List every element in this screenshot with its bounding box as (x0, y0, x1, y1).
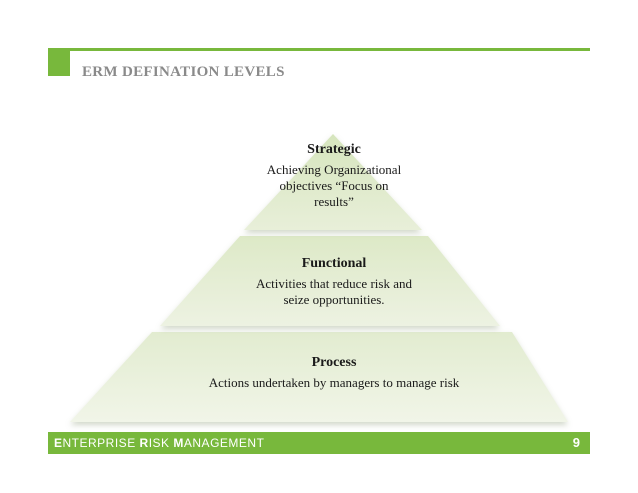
footer-word-management: ANAGEMENT (183, 436, 265, 450)
tier-process-title: Process (311, 355, 357, 370)
tier-process-desc-line-1: Actions undertaken by managers to manage… (208, 375, 460, 390)
footer-initial-e: E (54, 436, 63, 450)
tier-process-text: Process Actions undertaken by managers t… (134, 355, 534, 391)
tier-strategic-text: Strategic Achieving Organizational objec… (234, 142, 434, 210)
tier-strategic-desc-line-1: Achieving Organizational (266, 162, 402, 177)
pyramid-tier-process (70, 332, 568, 422)
footer-label: ENTERPRISE RISK MANAGEMENT (54, 436, 264, 450)
pyramid-tier-functional (160, 236, 500, 326)
footer-bar: ENTERPRISE RISK MANAGEMENT 9 (48, 432, 590, 454)
footer-word-risk: ISK (148, 436, 174, 450)
tier-functional-desc-line-2: seize opportunities. (283, 292, 385, 307)
title-accent-block (48, 48, 70, 76)
footer-word-enterprise: NTERPRISE (62, 436, 140, 450)
footer-initial-r: R (139, 436, 149, 450)
tier-functional-title: Functional (301, 256, 367, 271)
slide-title: ERM DEFINATION LEVELS (82, 64, 285, 80)
tier-strategic-title: Strategic (307, 142, 361, 157)
pyramid-tier-strategic (244, 134, 422, 230)
tier-strategic-desc-line-2: objectives “Focus on (279, 178, 389, 193)
page-number: 9 (572, 435, 580, 450)
tier-functional-text: Functional Activities that reduce risk a… (214, 256, 454, 308)
title-bar (70, 48, 590, 86)
tier-functional-desc-line-1: Activities that reduce risk and (256, 276, 412, 291)
footer-initial-m: M (173, 436, 184, 450)
tier-strategic-desc-line-3: results” (314, 194, 354, 209)
